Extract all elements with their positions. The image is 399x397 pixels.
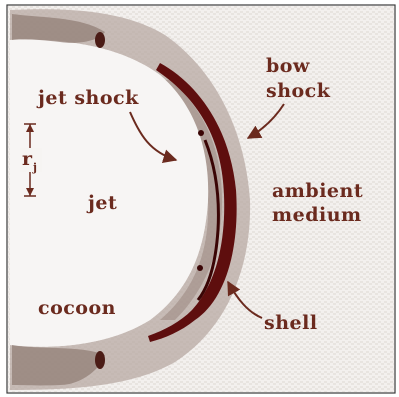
- label-shell: shell: [264, 312, 318, 334]
- label-bow: bow: [266, 55, 310, 77]
- label-jet-shock: jet shock: [36, 87, 139, 109]
- label-medium: medium: [272, 204, 362, 226]
- label-cocoon: cocoon: [38, 297, 116, 319]
- label-radius-subscript: j: [32, 161, 37, 174]
- label-radius: r: [22, 148, 33, 170]
- label-shock: shock: [266, 80, 331, 102]
- upper-knot: [95, 32, 105, 48]
- label-jet: jet: [86, 192, 117, 214]
- label-ambient: ambient: [272, 180, 363, 202]
- lower-knot: [95, 351, 105, 369]
- shell-knot: [197, 265, 203, 271]
- shell-knot: [198, 130, 204, 136]
